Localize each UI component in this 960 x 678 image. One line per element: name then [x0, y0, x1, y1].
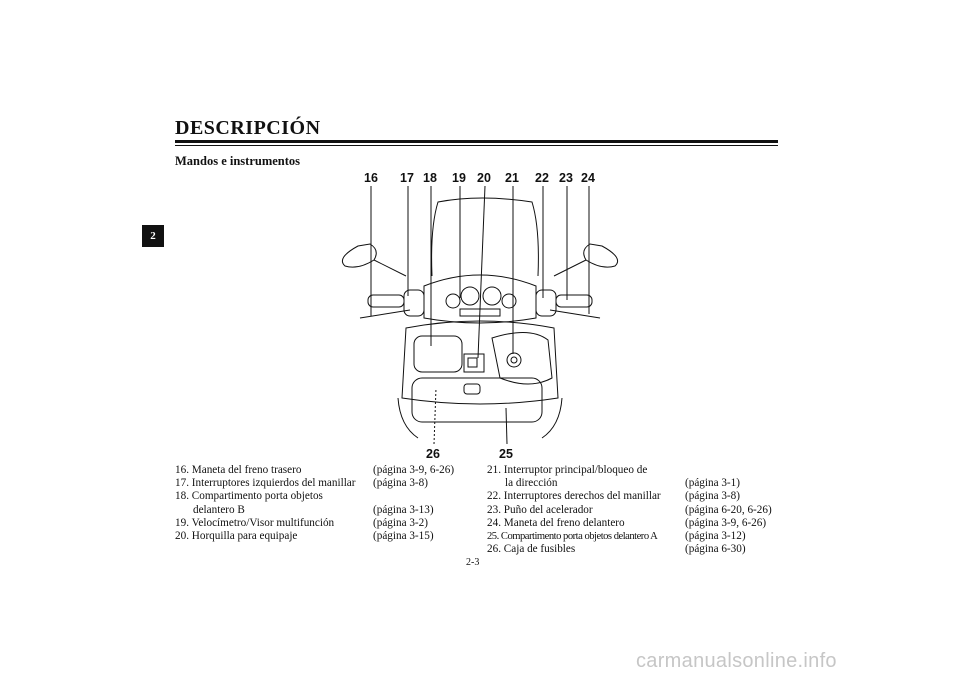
chapter-tab: 2	[142, 225, 164, 247]
callout-26: 26	[426, 447, 440, 460]
callout-16: 16	[364, 171, 378, 185]
callout-17: 17	[400, 171, 414, 185]
watermark: carmanualsonline.info	[636, 650, 837, 672]
legend-item-20: 20. Horquilla para equipaje(página 3-15)	[175, 529, 434, 542]
legend-item-23: 23. Puño del acelerador(página 6-20, 6-2…	[487, 503, 772, 516]
callout-21: 21	[505, 171, 519, 185]
legend-item-21: 21. Interruptor principal/bloqueo de	[487, 464, 648, 476]
handlebar-diagram: 16 17 18 19 20 21 22 23 24 26 25	[341, 171, 619, 460]
legend-item-17: 17. Interruptores izquierdos del manilla…	[175, 477, 428, 490]
callout-19: 19	[452, 171, 466, 185]
callout-23: 23	[559, 171, 573, 185]
section-subtitle: Mandos e instrumentos	[175, 154, 301, 168]
legend-item-25: 25. Compartimento porta objetos delanter…	[487, 529, 746, 542]
legend-item-22: 22. Interruptores derechos del manillar(…	[487, 490, 740, 503]
legend-item-18: 18. Compartimento porta objetos	[175, 490, 323, 503]
legend-left: 16. Maneta del freno trasero(página 3-9,…	[175, 464, 475, 543]
legend-item-16: 16. Maneta del freno trasero(página 3-9,…	[175, 464, 455, 476]
title-rule-thick	[175, 140, 778, 143]
title-rule-thin	[175, 145, 778, 146]
legend-item-26: 26. Caja de fusibles(página 6-30)	[487, 543, 746, 556]
legend-item-24: 24. Maneta del freno delantero(página 3-…	[487, 516, 767, 529]
callout-20: 20	[477, 171, 491, 185]
callout-18: 18	[423, 171, 437, 185]
callout-22: 22	[535, 171, 549, 185]
callout-24: 24	[581, 171, 595, 185]
callout-25: 25	[499, 447, 513, 460]
page-number: 2-3	[466, 557, 480, 568]
legend-right: 21. Interruptor principal/bloqueo de la …	[487, 464, 787, 556]
legend-item-21-cont: la dirección(página 3-1)	[505, 477, 740, 490]
legend-item-18-cont: delantero B(página 3-13)	[193, 503, 434, 516]
legend-item-19: 19. Velocímetro/Visor multifunción(págin…	[175, 516, 428, 529]
page-title: DESCRIPCIÓN	[175, 117, 321, 139]
